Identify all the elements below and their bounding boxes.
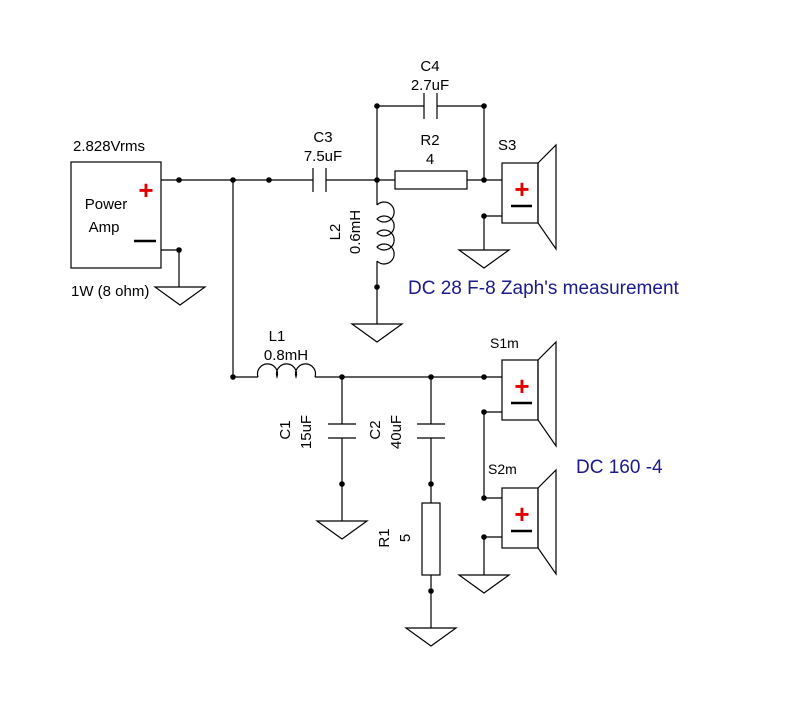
c3-value: 7.5uF [304,148,342,165]
resistor-r1 [404,502,458,647]
junction-dots [176,103,487,594]
c2-name: C2 [367,420,384,439]
c1-value: 15uF [298,415,315,449]
speaker-s2m: + [501,468,557,576]
s2m-name: S2m [488,461,517,477]
amp-ground [153,249,207,306]
capacitor-c2 [417,377,445,503]
woofer-note: DC 160 -4 [576,457,663,478]
s1m-name: S1m [490,335,519,351]
l2-name: L2 [327,224,344,241]
c3-name: C3 [313,129,332,146]
c2-value: 40uF [388,415,405,449]
r2-name: R2 [420,132,439,149]
tweeter-note: DC 28 F-8 Zaph's measurement [408,278,680,299]
power-amp-label-1: Power [85,196,128,213]
r1-ground [404,627,458,647]
l1-name: L1 [269,328,286,345]
r1-name: R1 [376,528,393,547]
l2-value: 0.6mH [347,210,364,254]
power-amp-box [70,161,162,269]
s3-ground [457,215,511,269]
c4-name: C4 [420,58,439,75]
amp-voltage-label: 2.828Vrms [73,138,145,155]
amp-plus-sign: + [138,175,153,205]
s3-plus-sign: + [514,174,529,204]
r1-value: 5 [397,534,414,542]
inductor-l2 [350,180,404,343]
l2-ground [350,323,404,343]
inductor-l1 [256,363,317,379]
series-link-wire [483,411,502,499]
capacitor-c1 [315,377,369,540]
capacitor-c3 [312,168,327,192]
r2-value: 4 [426,151,434,168]
s2m-plus-sign: + [514,499,529,529]
s1m-plus-sign: + [514,371,529,401]
c4-value: 2.7uF [411,77,449,94]
power-amp-label-2: Amp [89,219,120,236]
speaker-s3: + [501,143,557,251]
c1-ground [315,520,369,540]
speaker-s1m: + [501,340,557,448]
power-amp: Power Amp + [70,161,162,269]
l1-value: 0.8mH [264,347,308,364]
c1-name: C1 [277,420,294,439]
s3-name: S3 [498,137,516,154]
resistor-r2 [394,170,468,190]
amp-power-label: 1W (8 ohm) [71,283,149,300]
input-wire [161,179,313,378]
